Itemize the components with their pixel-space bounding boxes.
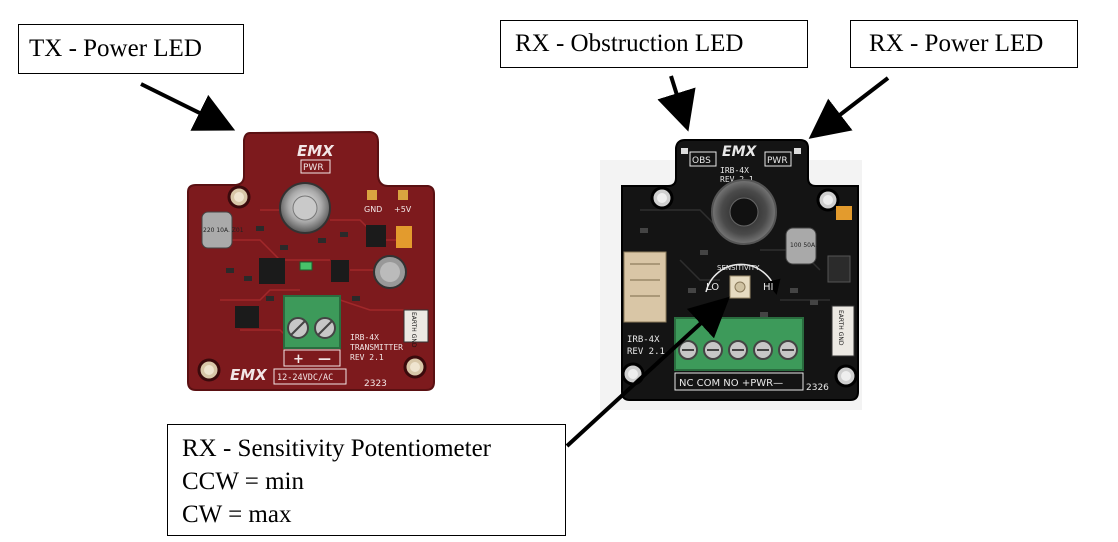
rx-terminal-labels: NC COM NO +PWR— <box>679 378 783 389</box>
callout-tx-power-led: TX - Power LED <box>18 24 244 74</box>
tx-brand-bottom: EMX <box>230 366 268 384</box>
rx-relay <box>623 251 667 323</box>
callout-rx-obstruction-led-text: RX - Obstruction LED <box>515 30 744 57</box>
tx-supply-label: 12-24VDC/AC <box>277 373 333 383</box>
tx-board: EMX PWR GND +5V 220 10A. Z01 <box>187 130 435 391</box>
rx-hi-label: HI <box>763 282 773 293</box>
rx-sensitivity-label: SENSITIVITY <box>717 264 760 272</box>
arrow-rx-obstruction <box>657 75 696 132</box>
rx-board: OBS PWR EMX IRB-4X REV 2.1 100 50A. <box>600 139 862 410</box>
arrow-rx-power <box>808 76 890 139</box>
rx-earth-label: EARTH GND <box>837 310 844 346</box>
tx-5v-label: +5V <box>394 205 412 214</box>
tx-gnd-label: GND <box>364 205 382 214</box>
tx-capacitor-left: 220 10A. Z01 <box>201 211 244 249</box>
tx-terminal-block <box>283 295 341 349</box>
tx-plus-label: + <box>293 352 304 367</box>
rx-tantalum-cap <box>836 206 852 220</box>
rx-capacitor: 100 50A. <box>785 227 817 265</box>
tx-capacitor-right <box>373 255 407 289</box>
rx-lo-label: LO <box>706 282 719 293</box>
rx-terminal-block <box>674 317 804 371</box>
tx-pwr-label: PWR <box>303 163 324 173</box>
callout-rx-sensitivity-title: RX - Sensitivity Potentiometer <box>182 435 492 462</box>
rx-model-top: IRB-4X <box>720 166 749 175</box>
rx-rev-side: REV 2.1 <box>627 347 665 357</box>
rx-ic-regulator <box>827 255 851 283</box>
tx-ic-1 <box>259 258 285 284</box>
callout-rx-sensitivity-ccw: CCW = min <box>182 468 304 495</box>
callout-rx-sensitivity-cw: CW = max <box>182 501 292 528</box>
rx-power-led <box>794 148 801 154</box>
tx-date-code: 2323 <box>364 379 387 389</box>
callout-rx-obstruction-led: RX - Obstruction LED <box>500 20 808 68</box>
tx-rev: REV 2.1 <box>350 353 384 362</box>
tx-tantalum-cap <box>396 226 412 248</box>
rx-obstruction-led <box>681 148 688 154</box>
tx-model: IRB-4X <box>350 333 379 342</box>
rx-brand-top: EMX <box>722 144 757 160</box>
arrow-rx-sensitivity <box>565 296 730 448</box>
callout-tx-power-led-text: TX - Power LED <box>29 35 202 62</box>
tx-power-led <box>299 261 313 271</box>
tx-type: TRANSMITTER <box>350 343 403 352</box>
rx-pwr-label: PWR <box>767 156 788 166</box>
tx-brand-top: EMX <box>297 142 335 160</box>
tx-ic-3 <box>366 225 386 247</box>
tx-earth-label: EARTH GND <box>410 312 417 348</box>
svg-text:220 10A. Z01: 220 10A. Z01 <box>203 227 244 234</box>
callout-rx-sensitivity: RX - Sensitivity Potentiometer CCW = min… <box>167 424 566 536</box>
tx-ic-2 <box>331 260 349 282</box>
rx-obs-label: OBS <box>692 156 711 166</box>
arrow-tx-power <box>140 82 236 131</box>
tx-minus-label: — <box>318 352 331 367</box>
rx-rev-top: REV 2.1 <box>720 175 754 184</box>
rx-date-code: 2326 <box>806 383 829 393</box>
callout-rx-power-led: RX - Power LED <box>850 20 1078 68</box>
callout-rx-power-led-text: RX - Power LED <box>869 30 1044 57</box>
rx-model-side: IRB-4X <box>627 335 660 345</box>
tx-ic-4 <box>235 306 259 328</box>
svg-text:100 50A.: 100 50A. <box>790 242 817 249</box>
